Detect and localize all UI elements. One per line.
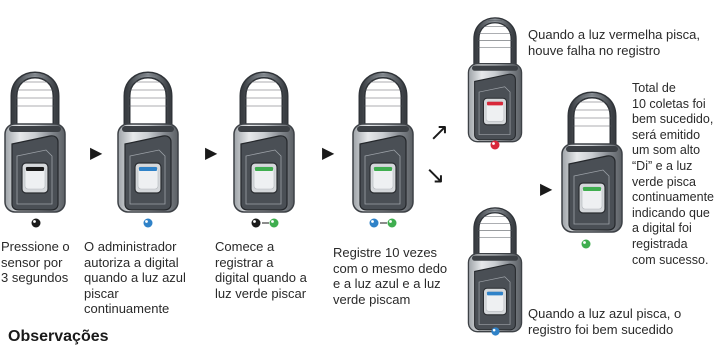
arrow-right-2: ▶ (205, 145, 218, 162)
sensor-light-green (583, 187, 601, 191)
padlock-step-4 (348, 64, 418, 214)
arrow-up-right: ↗ (429, 119, 450, 146)
indicator-dot-blue (143, 218, 153, 228)
indicator-dot-blue (491, 327, 500, 336)
arrow-right-4: ▶ (540, 181, 553, 198)
sensor-light-off (26, 167, 44, 171)
indicator-dot-green (581, 239, 591, 249)
indicator-dot-red (490, 140, 500, 150)
indicator-black-to-green (251, 218, 279, 228)
padlock-fail (464, 10, 526, 144)
step-4-caption: Registre 10 vezes com o mesmo dedo e a l… (333, 245, 448, 307)
padlock-step-1 (0, 64, 70, 214)
sensor-light-red (487, 101, 503, 106)
padlock-step-3 (229, 64, 299, 214)
step-2-caption: O administrador autoriza a digital quand… (84, 239, 186, 316)
indicator-blue-to-green (369, 218, 397, 228)
notes-heading: Observações (8, 328, 109, 345)
indicator-dot-black (31, 218, 41, 228)
sensor-light-blue (139, 167, 157, 171)
arrow-down-right: ↘ (425, 162, 446, 189)
step-3-caption: Comece a registrar a digital quando a lu… (215, 239, 307, 301)
arrow-right-3: ▶ (322, 145, 335, 162)
final-caption: Total de 10 coletas foi bem sucedido, se… (632, 81, 715, 267)
success-caption: Quando a luz azul pisca, o registro foi … (528, 306, 682, 337)
padlock-step-2 (113, 64, 183, 214)
fail-caption: Quando a luz vermelha pisca, houve falha… (528, 27, 700, 58)
step-1-caption: Pressione o sensor por 3 segundos (1, 239, 70, 285)
sensor-light-green (374, 167, 392, 171)
sensor-light-blue (487, 291, 503, 296)
sensor-light-green (255, 167, 273, 171)
padlock-success (464, 200, 526, 334)
arrow-right-1: ▶ (90, 145, 103, 162)
padlock-final (557, 84, 627, 234)
